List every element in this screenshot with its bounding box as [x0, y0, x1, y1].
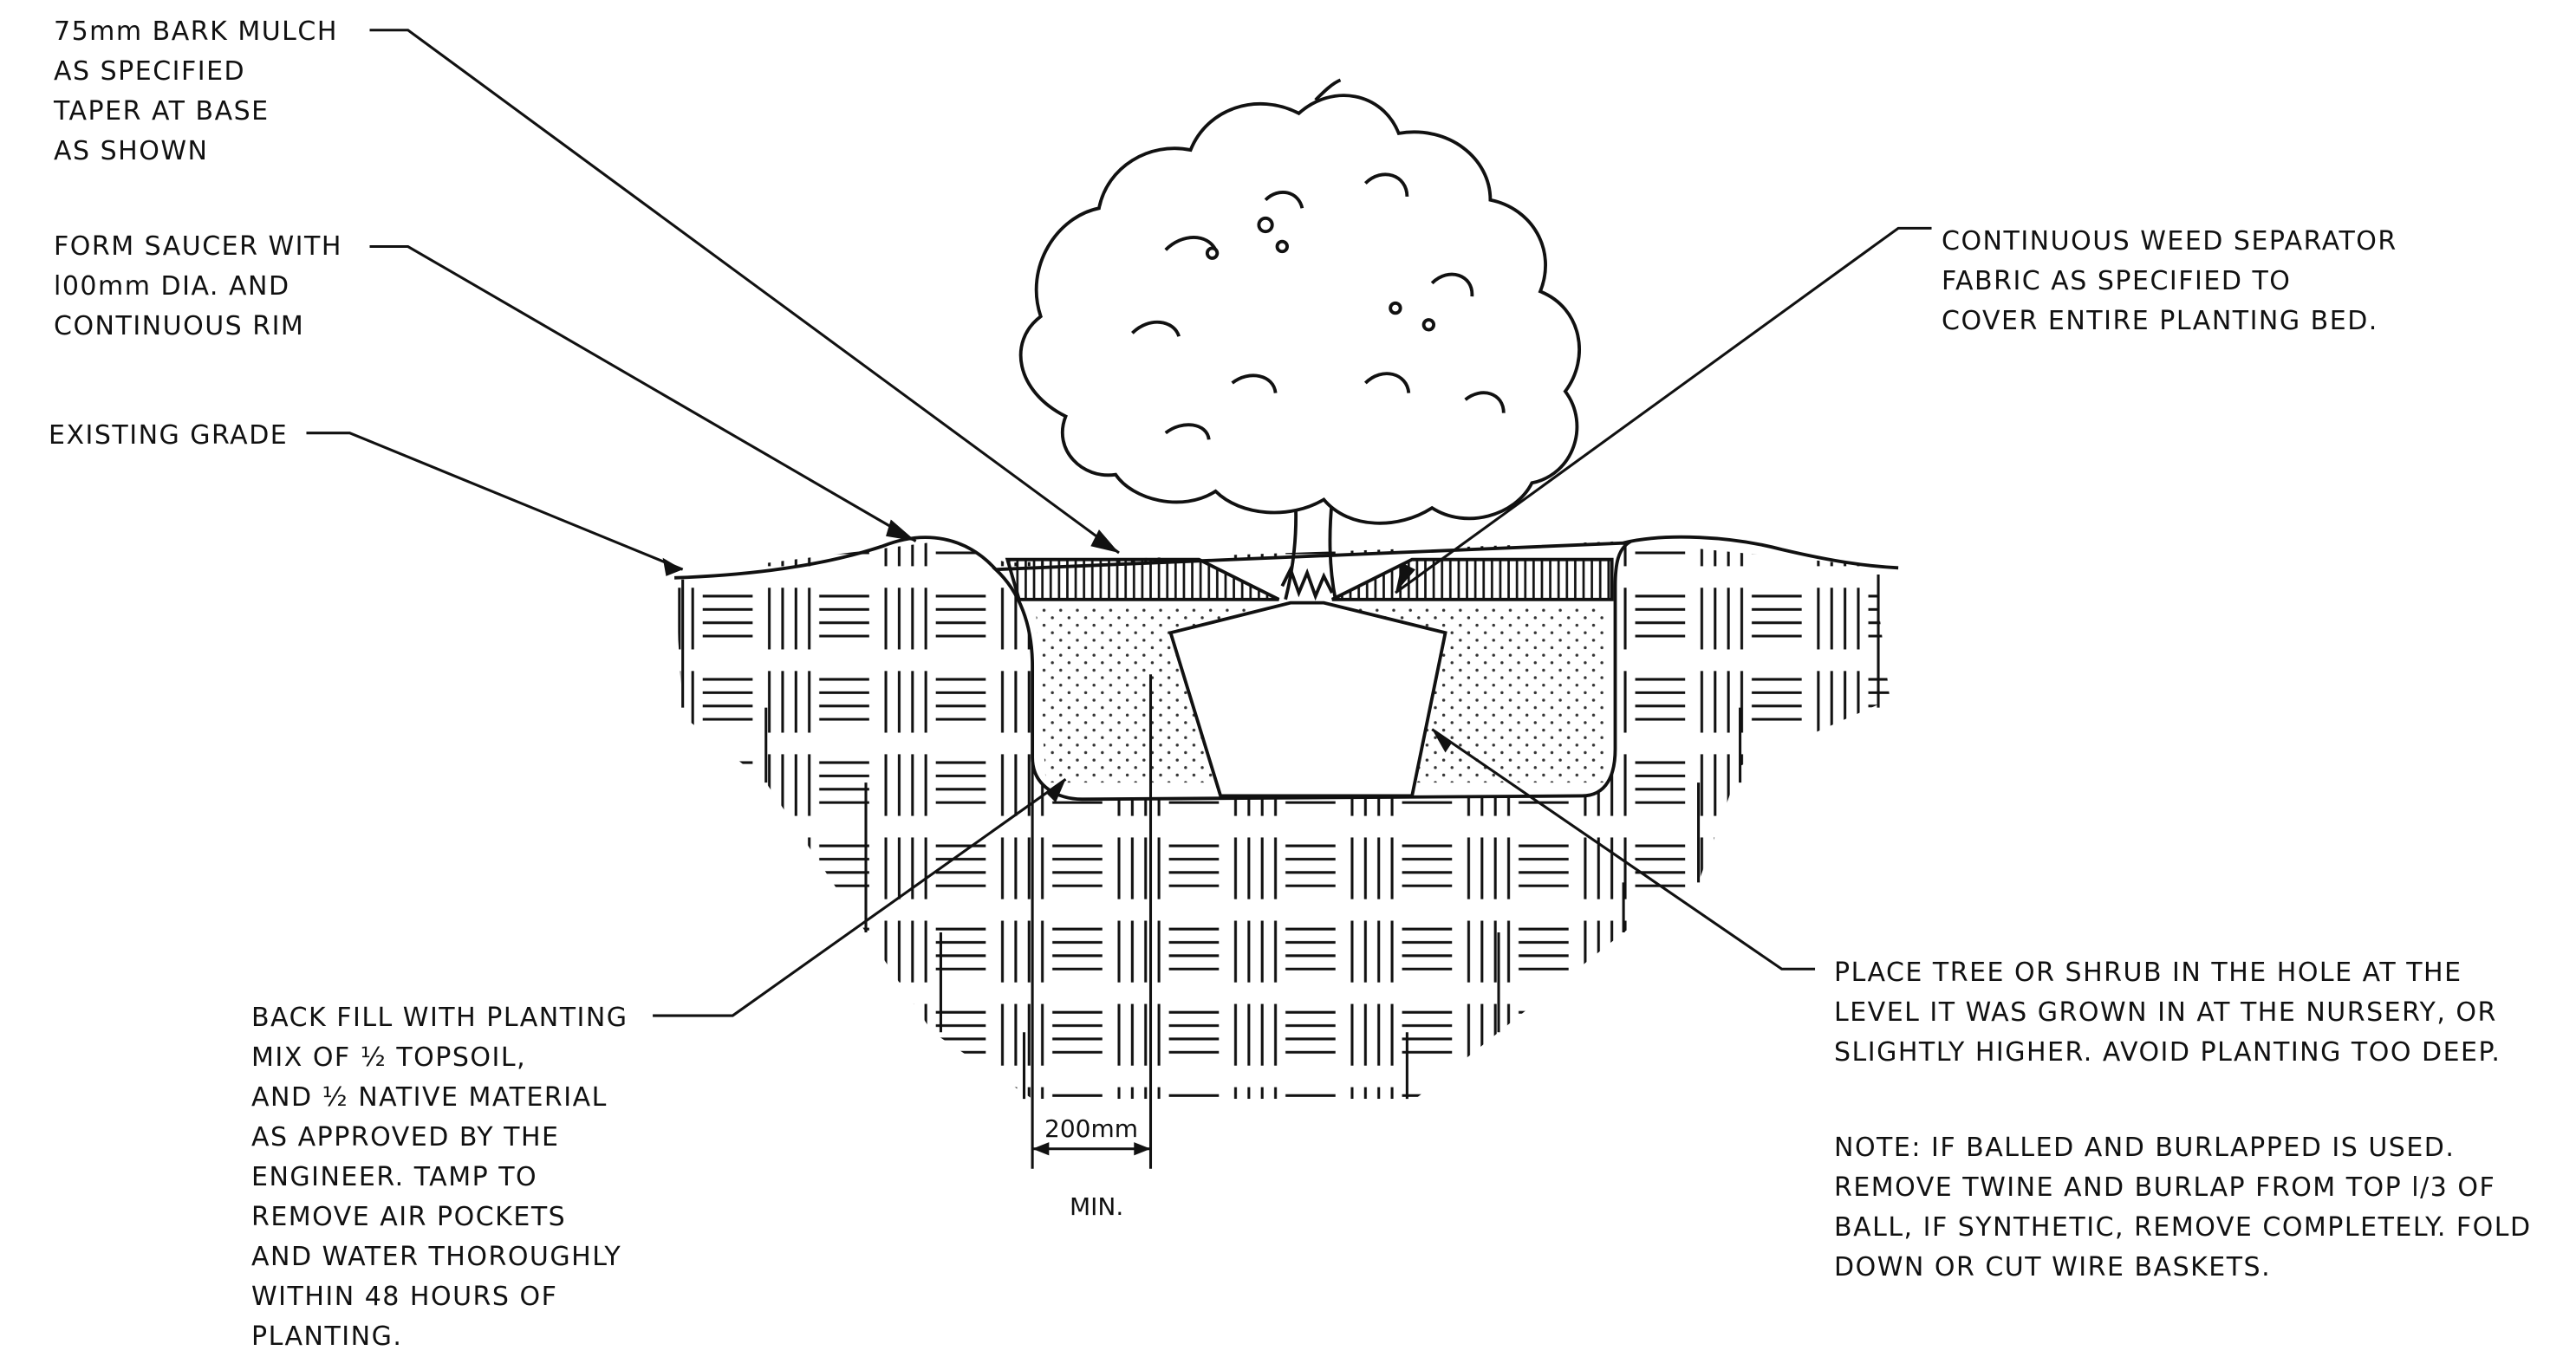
existing-grade-line: [673, 535, 1899, 580]
tree-canopy: [1018, 78, 1581, 525]
label-line: DOWN OR CUT WIRE BASKETS.: [1834, 1252, 2272, 1282]
label-line: LEVEL IT WAS GROWN IN AT THE NURSERY, OR: [1834, 997, 2497, 1028]
soil-stepped-outline: [681, 574, 1880, 1100]
label-line: AS SHOWN: [54, 136, 209, 166]
leader-existing-grade: [306, 432, 684, 571]
label-bark-mulch: 75mm BARK MULCH AS SPECIFIED TAPER AT BA…: [54, 12, 338, 172]
label-line: REMOVE TWINE AND BURLAP FROM TOP l/3 OF: [1834, 1172, 2496, 1203]
label-line: PLACE TREE OR SHRUB IN THE HOLE AT THE: [1834, 958, 2462, 988]
label-existing-grade: EXISTING GRADE: [49, 416, 288, 456]
leader-saucer: [369, 244, 917, 542]
label-line: PLANTING.: [251, 1321, 403, 1352]
label-line: AND WATER THOROUGHLY: [251, 1242, 622, 1272]
dimension-arrowheads: [1032, 1142, 1151, 1156]
label-line: NOTE: IF BALLED AND BURLAPPED IS USED.: [1834, 1133, 2456, 1163]
label-line: SLIGHTLY HIGHER. AVOID PLANTING TOO DEEP…: [1834, 1037, 2501, 1068]
label-weed-separator: CONTINUOUS WEED SEPARATOR FABRIC AS SPEC…: [1942, 222, 2397, 341]
leader-bark-mulch: [369, 29, 1120, 555]
leader-backfill: [653, 778, 1067, 1017]
label-line: WITHIN 48 HOURS OF: [251, 1282, 558, 1312]
label-line: AS SPECIFIED: [54, 56, 246, 87]
label-line: TAPER AT BASE: [54, 96, 270, 127]
bark-mulch-left: [1005, 557, 1280, 601]
dimension-value: 200mm: [1044, 1114, 1138, 1143]
label-line: AND ½ NATIVE MATERIAL: [251, 1082, 608, 1113]
label-line: BACK FILL WITH PLANTING: [251, 1003, 628, 1033]
label-line: ENGINEER. TAMP TO: [251, 1162, 538, 1192]
label-line: REMOVE AIR POCKETS: [251, 1202, 567, 1232]
label-line: 75mm BARK MULCH: [54, 16, 338, 47]
label-line: EXISTING GRADE: [49, 420, 289, 451]
root-ball: [1168, 601, 1447, 798]
leader-place-tree: [1431, 728, 1816, 971]
label-line: FABRIC AS SPECIFIED TO: [1942, 266, 2292, 296]
label-note: NOTE: IF BALLED AND BURLAPPED IS USED. R…: [1834, 1128, 2532, 1288]
label-line: CONTINUOUS RIM: [54, 311, 305, 341]
label-backfill: BACK FILL WITH PLANTING MIX OF ½ TOPSOIL…: [251, 998, 628, 1357]
label-line: CONTINUOUS WEED SEPARATOR: [1942, 226, 2397, 256]
leader-lines: [306, 29, 1932, 1017]
dimension-200mm: [1031, 674, 1153, 1169]
label-place-tree: PLACE TREE OR SHRUB IN THE HOLE AT THE L…: [1834, 953, 2501, 1073]
label-line: COVER ENTIRE PLANTING BED.: [1942, 306, 2378, 336]
label-line: MIX OF ½ TOPSOIL,: [251, 1042, 527, 1073]
label-line: l00mm DIA. AND: [54, 271, 290, 302]
label-line: FORM SAUCER WITH: [54, 231, 342, 262]
dimension-qualifier: MIN.: [1070, 1192, 1124, 1221]
leader-weed-separator: [1395, 226, 1932, 594]
label-saucer: FORM SAUCER WITH l00mm DIA. AND CONTINUO…: [54, 227, 342, 347]
label-line: BALL, IF SYNTHETIC, REMOVE COMPLETELY. F…: [1834, 1212, 2532, 1243]
label-line: AS APPROVED BY THE: [251, 1122, 560, 1152]
leader-arrowheads: [662, 519, 1453, 803]
